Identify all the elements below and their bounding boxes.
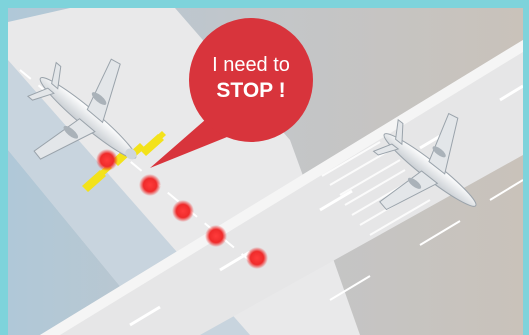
speech-line-2: STOP !: [186, 78, 316, 104]
speech-bubble-text: I need to STOP !: [186, 52, 316, 104]
speech-line-1: I need to: [186, 52, 316, 78]
